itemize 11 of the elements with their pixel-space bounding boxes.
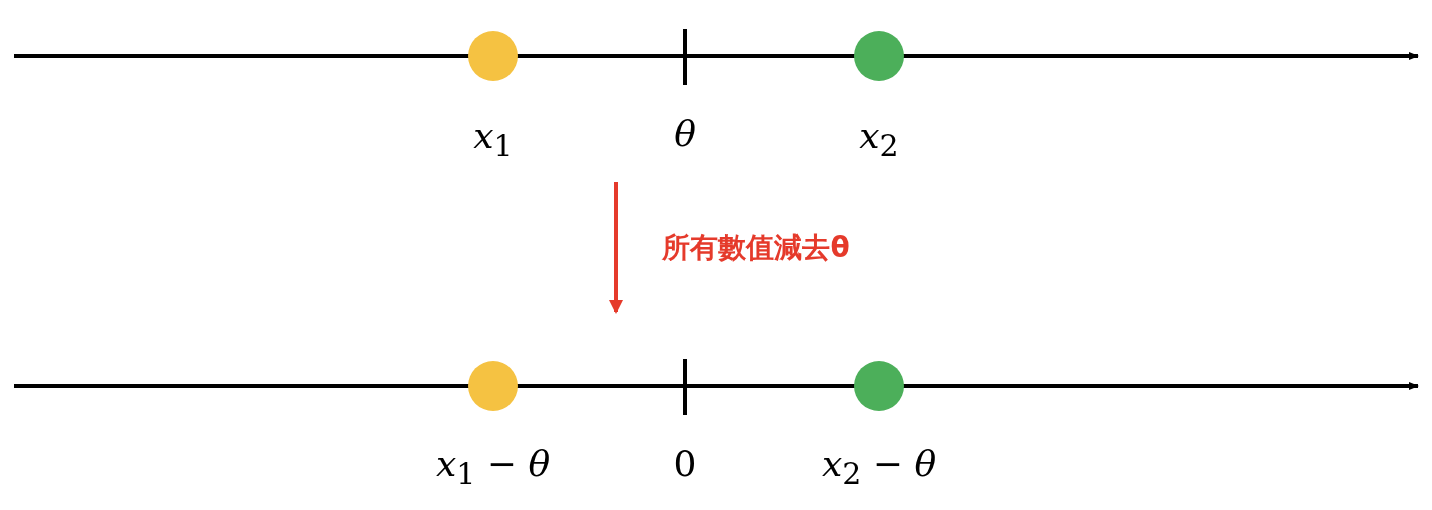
- point-marker: [468, 361, 518, 411]
- point-label: x$_{1}$ − θ: [435, 446, 551, 490]
- point-label: x$_{2}$: [859, 118, 899, 162]
- point-marker: [468, 31, 518, 81]
- tick-label: θ: [674, 116, 696, 152]
- point-label: x$_{1}$: [473, 118, 513, 162]
- point-marker: [854, 31, 904, 81]
- tick-label: 0: [673, 446, 697, 482]
- point-label: x$_{2}$ − θ: [821, 446, 937, 490]
- point-marker: [854, 361, 904, 411]
- annotation-text: 所有數值減去θ: [662, 234, 850, 262]
